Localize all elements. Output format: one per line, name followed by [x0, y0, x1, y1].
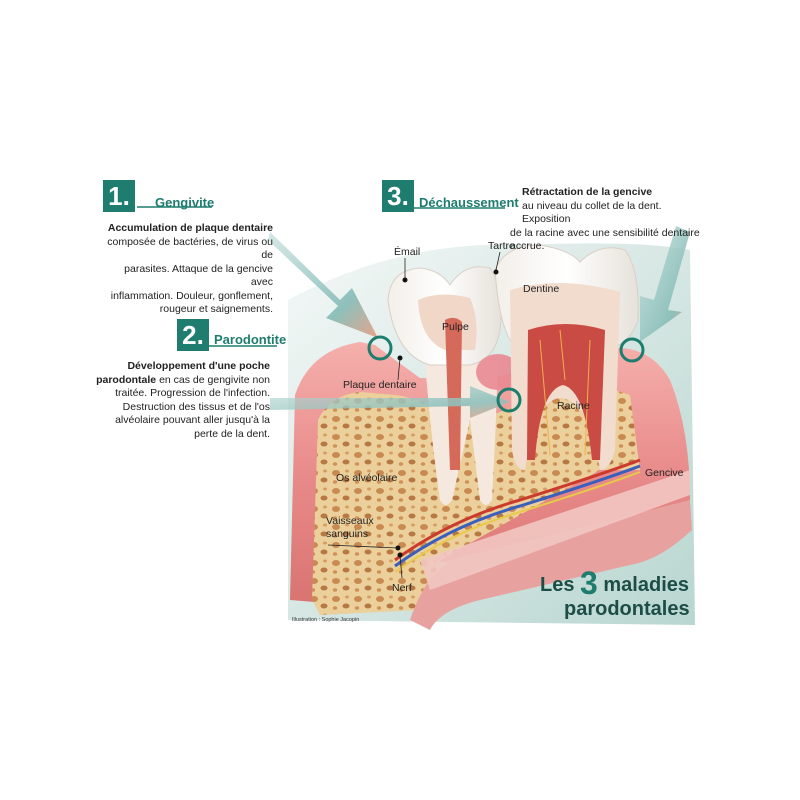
section-3-description: Rétractation de la gencive au niveau du …: [510, 186, 710, 254]
gum-front: [410, 500, 692, 630]
marker-circle-3: [619, 337, 645, 363]
plaque-swelling: [476, 354, 520, 390]
right-tooth-pulp: [527, 324, 605, 460]
section-1-title: Gengivite: [155, 195, 215, 210]
alveolar-bone: [312, 385, 640, 615]
headline: Les 3 maladies: [540, 565, 689, 601]
label-os-alveolaire: Os alvéolaire: [336, 472, 398, 484]
nerve: [394, 471, 641, 573]
headline-line2: parodontales: [564, 598, 690, 620]
section-3-bold: Rétractation de la gencive: [522, 186, 653, 198]
arrow-gengivite: [268, 232, 378, 338]
section-2-title: Parodontite: [214, 332, 287, 347]
blood-vessel-blue: [394, 464, 641, 568]
section-1-description: Accumulation de plaque dentaire composée…: [103, 222, 273, 317]
label-dentine: Dentine: [523, 283, 560, 295]
arrow-dechaussement: [640, 226, 690, 342]
section-2-number: 2.: [177, 319, 209, 351]
section-1-bold: Accumulation de plaque dentaire: [107, 222, 273, 234]
label-plaque: Plaque dentaire: [343, 379, 417, 391]
arrow-parodontite: [270, 386, 510, 418]
label-vaisseaux: Vaisseaux sanguins: [326, 515, 374, 540]
left-tooth-pulp: [445, 317, 462, 470]
section-1-number: 1.: [103, 180, 135, 212]
section-3-title: Déchaussement: [419, 195, 519, 210]
label-email: Émail: [394, 246, 421, 258]
blood-vessel-red: [394, 458, 641, 562]
label-nerf: Nerf: [392, 582, 412, 594]
section-2-description: Développement d'une poche parodontale en…: [90, 360, 270, 441]
label-gencive: Gencive: [645, 467, 684, 479]
label-racine: Racine: [557, 400, 590, 412]
section-3-number: 3.: [382, 180, 414, 212]
label-pulpe: Pulpe: [442, 321, 469, 333]
label-tartre: Tartre: [488, 240, 515, 252]
section-2-bold: Développement d'une poche: [127, 360, 270, 372]
marker-circle-1: [367, 335, 393, 361]
illustration-credit: Illustration : Sophie Jacopin: [292, 617, 360, 623]
marker-circle-2: [496, 387, 522, 413]
